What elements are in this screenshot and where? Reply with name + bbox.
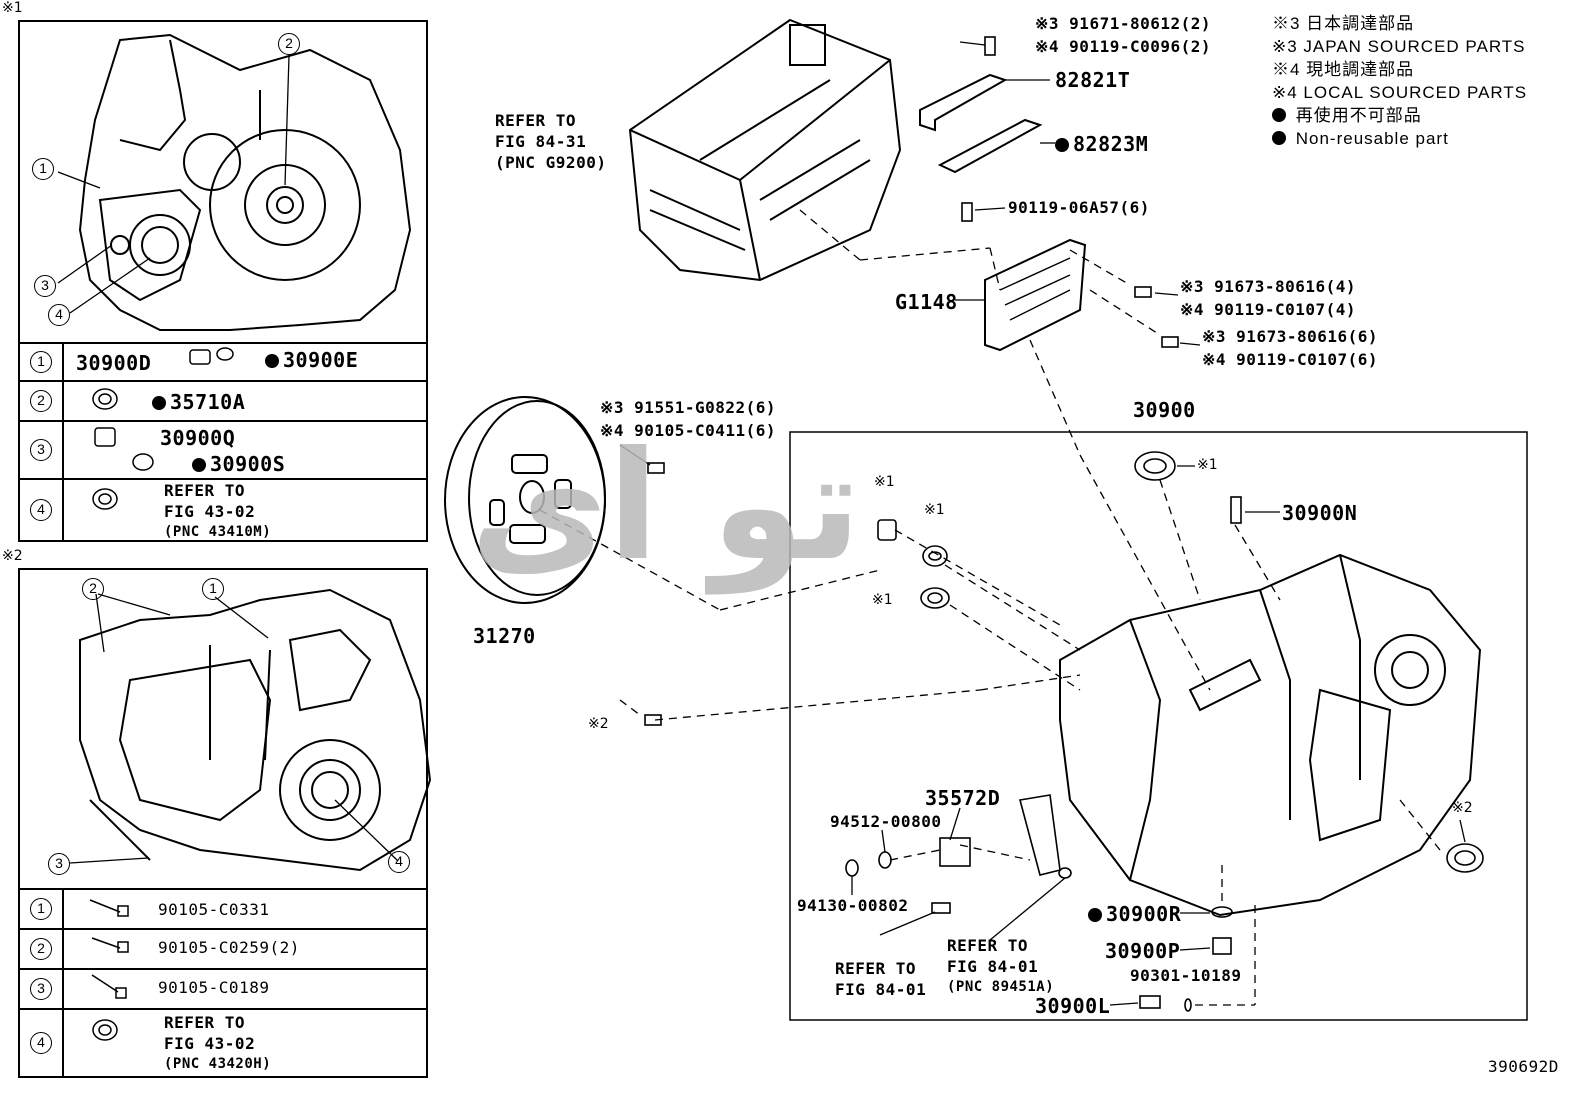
bracket-82821T-drawing — [919, 73, 1008, 132]
part-number-30900E: 30900E — [265, 348, 358, 372]
section-1-row-1: 1 30900D 30900E — [20, 342, 426, 380]
table-part-icons — [89, 347, 234, 1041]
section-2-marker: ※2 — [2, 548, 23, 564]
row-number: 2 — [30, 938, 52, 960]
g1148-bolt-b-label: ※3 91673-80616(6) ※4 90119-C0107(6) — [1202, 327, 1379, 369]
callout-4: 4 — [48, 304, 70, 326]
part-number-82821T: 82821T — [1055, 68, 1131, 92]
callout-1: 1 — [32, 158, 54, 180]
board-g1148-drawing — [984, 238, 1087, 352]
marker-2-bolt: ※2 — [588, 716, 609, 732]
non-reusable-bullet-icon — [1272, 108, 1286, 122]
refer-fig-84-31: REFER TO FIG 84-31 (PNC G9200) — [495, 111, 607, 172]
legend-local-jp: ※4 現地調達部品 — [1272, 60, 1415, 79]
marker-1-oring: ※1 — [924, 502, 945, 518]
top-bolt-label: ※3 91671-80612(2) ※4 90119-C0096(2) — [1035, 14, 1212, 56]
part-number-94512-00800: 94512-00800 — [830, 812, 942, 831]
non-reusable-bullet-icon — [1088, 908, 1102, 922]
part-number-30900P: 30900P — [1105, 939, 1181, 963]
callout-1: 1 — [202, 578, 224, 600]
row-number: 3 — [30, 439, 52, 461]
section-2-row-3: 3 90105-C0189 — [20, 968, 426, 1008]
refer-fig-84-01-b: REFER TO FIG 84-01 (PNC 89451A) — [947, 936, 1055, 995]
callout-2: 2 — [82, 578, 104, 600]
marker-1-seal: ※1 — [1197, 457, 1218, 473]
plate-82823M-drawing — [937, 118, 1043, 174]
part-number-G1148: G1148 — [895, 290, 958, 314]
refer-fig-84-01-a: REFER TO FIG 84-01 — [835, 959, 927, 999]
marker-2-seal: ※2 — [1452, 800, 1473, 816]
figure-code: 390692D — [1488, 1057, 1559, 1076]
part-number-90301-10189: 90301-10189 — [1130, 966, 1242, 985]
clutch-disc-31270-drawing — [444, 396, 606, 604]
part-number-30900S: 30900S — [192, 452, 285, 476]
callout-3: 3 — [34, 275, 56, 297]
non-reusable-bullet-icon — [192, 458, 206, 472]
transaxle-housing-view-2 — [79, 588, 432, 872]
legend-japan-jp: ※3 日本調達部品 — [1272, 14, 1415, 33]
section-2-row-1: 1 90105-C0331 — [20, 888, 426, 928]
transaxle-30900-drawing — [1059, 553, 1482, 917]
row-number: 3 — [30, 978, 52, 1000]
inverter-assembly-drawing — [628, 18, 902, 282]
legend-japan-en: ※3 JAPAN SOURCED PARTS — [1272, 37, 1526, 56]
refer-fig-43-02: REFER TO FIG 43-02 (PNC 43420H) — [164, 1013, 272, 1072]
section-1-row-4: 4 REFER TO FIG 43-02 (PNC 43410M) — [20, 478, 426, 540]
part-number-30900Q: 30900Q — [160, 426, 236, 450]
part-number-90105-C0259: 90105-C0259(2) — [158, 938, 300, 957]
section-2-row-4: 4 REFER TO FIG 43-02 (PNC 43420H) — [20, 1008, 426, 1076]
section-1-row-2: 2 35710A — [20, 380, 426, 420]
g1148-bolt-a-label: ※3 91673-80616(4) ※4 90119-C0107(4) — [1180, 277, 1357, 319]
part-number-94130-00802: 94130-00802 — [797, 896, 909, 915]
part-number-90119-06A57: 90119-06A57(6) — [1008, 198, 1150, 217]
section-1-panel: 1 30900D 30900E 2 35710A 3 30900Q 30900S… — [18, 20, 428, 542]
legend-non-reusable-jp: 再使用不可部品 — [1272, 104, 1527, 127]
part-number-82823M: 82823M — [1055, 132, 1148, 156]
section-2-row-2: 2 90105-C0259(2) — [20, 928, 426, 968]
non-reusable-bullet-icon — [152, 396, 166, 410]
section-1-marker: ※1 — [2, 0, 23, 16]
transaxle-housing-view-1 — [78, 33, 412, 331]
row-number: 1 — [30, 351, 52, 373]
part-number-35710A: 35710A — [152, 390, 245, 414]
row-number: 4 — [30, 499, 52, 521]
part-number-31270: 31270 — [473, 624, 536, 648]
part-number-35572D: 35572D — [925, 786, 1001, 810]
watermark: تو ای — [470, 420, 862, 594]
non-reusable-bullet-icon — [1055, 138, 1069, 152]
row-number: 1 — [30, 898, 52, 920]
disc-bolt-label: ※3 91551-G0822(6) ※4 90105-C0411(6) — [600, 398, 777, 440]
section-1-row-3: 3 30900Q 30900S — [20, 420, 426, 478]
row-number: 4 — [30, 1032, 52, 1054]
part-number-30900R: 30900R — [1088, 902, 1181, 926]
marker-1-plug: ※1 — [874, 474, 895, 490]
row-number: 2 — [30, 390, 52, 412]
callout-4: 4 — [388, 851, 410, 873]
callout-3: 3 — [48, 853, 70, 875]
section-2-panel: 1 90105-C0331 2 90105-C0259(2) 3 90105-C… — [18, 568, 428, 1078]
non-reusable-bullet-icon — [1272, 131, 1286, 145]
part-number-30900: 30900 — [1133, 398, 1196, 422]
non-reusable-bullet-icon — [265, 354, 279, 368]
part-number-90105-C0331: 90105-C0331 — [158, 900, 270, 919]
assembly-frame — [789, 431, 1528, 1021]
refer-fig-43-02: REFER TO FIG 43-02 (PNC 43410M) — [164, 481, 272, 540]
marker-1-seal-2: ※1 — [872, 592, 893, 608]
callout-2: 2 — [278, 33, 300, 55]
legend-local-en: ※4 LOCAL SOURCED PARTS — [1272, 83, 1528, 102]
part-number-90105-C0189: 90105-C0189 — [158, 978, 270, 997]
legend-non-reusable-en: Non-reusable part — [1272, 127, 1527, 150]
part-number-30900N: 30900N — [1282, 501, 1358, 525]
legend: ※3 日本調達部品 ※3 JAPAN SOURCED PARTS ※4 現地調達… — [1272, 12, 1527, 150]
part-number-30900D: 30900D — [76, 351, 152, 375]
part-number-30900L: 30900L — [1035, 994, 1111, 1018]
